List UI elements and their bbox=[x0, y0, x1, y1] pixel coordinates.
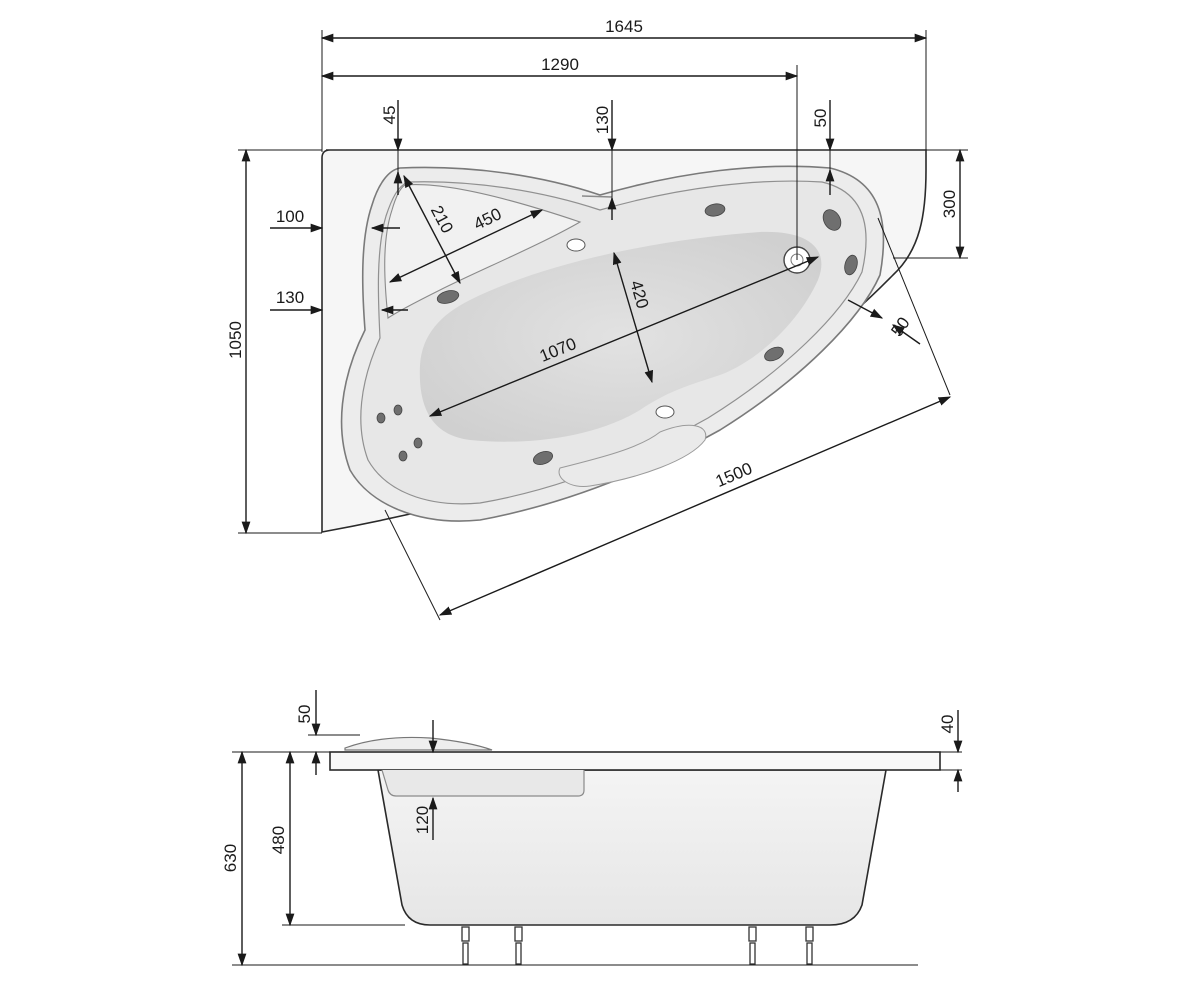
support-leg bbox=[515, 942, 522, 965]
dim-label-rim-thickness: 40 bbox=[938, 715, 957, 734]
control-button bbox=[655, 405, 675, 419]
dim-line-basin-length bbox=[428, 256, 820, 417]
jet bbox=[844, 254, 858, 276]
dim-label-diagonal-length: 1500 bbox=[713, 459, 755, 491]
dim-label-overall-width: 1645 bbox=[605, 17, 643, 36]
tub-side-body bbox=[377, 769, 887, 926]
jet bbox=[393, 404, 403, 416]
jet bbox=[822, 209, 842, 231]
dim-line-diagonal-length bbox=[438, 396, 952, 616]
dim-label-drain-offset: 1290 bbox=[541, 55, 579, 74]
support-leg bbox=[806, 942, 813, 965]
dim-line-headrest-width bbox=[388, 209, 544, 283]
jet bbox=[704, 203, 726, 217]
dim-label-right-rim-offset: 50 bbox=[811, 109, 830, 128]
support-leg bbox=[749, 942, 756, 965]
control-button bbox=[566, 238, 586, 252]
dim-label-inner-depth: 480 bbox=[269, 826, 288, 854]
center-notch bbox=[581, 195, 613, 198]
dim-label-step-height: 120 bbox=[413, 806, 432, 834]
tub-rim bbox=[329, 751, 941, 771]
side-seat-step bbox=[381, 769, 585, 797]
dim-label-left-rim-upper: 100 bbox=[276, 207, 304, 226]
jet bbox=[398, 450, 408, 462]
dim-label-center-notch-offset: 130 bbox=[593, 106, 612, 134]
support-leg bbox=[461, 926, 470, 942]
support-leg bbox=[462, 942, 469, 965]
dim-label-overall-depth: 1050 bbox=[226, 321, 245, 359]
dim-label-headrest-height: 50 bbox=[295, 705, 314, 724]
top-view: 1645 1290 45 130 50 300 1050 100 13 bbox=[226, 17, 968, 621]
jet bbox=[413, 437, 423, 449]
jet bbox=[376, 412, 386, 424]
dim-label-left-rim-offset: 45 bbox=[380, 106, 399, 125]
dim-label-right-edge-depth: 300 bbox=[940, 190, 959, 218]
dim-label-left-rim-lower: 130 bbox=[276, 288, 304, 307]
support-legs bbox=[461, 926, 814, 965]
support-leg bbox=[805, 926, 814, 942]
side-headrest bbox=[344, 736, 493, 751]
dim-label-overall-height: 630 bbox=[221, 844, 240, 872]
side-view: 630 480 50 120 40 bbox=[221, 690, 963, 967]
support-leg bbox=[748, 926, 757, 942]
support-leg bbox=[514, 926, 523, 942]
